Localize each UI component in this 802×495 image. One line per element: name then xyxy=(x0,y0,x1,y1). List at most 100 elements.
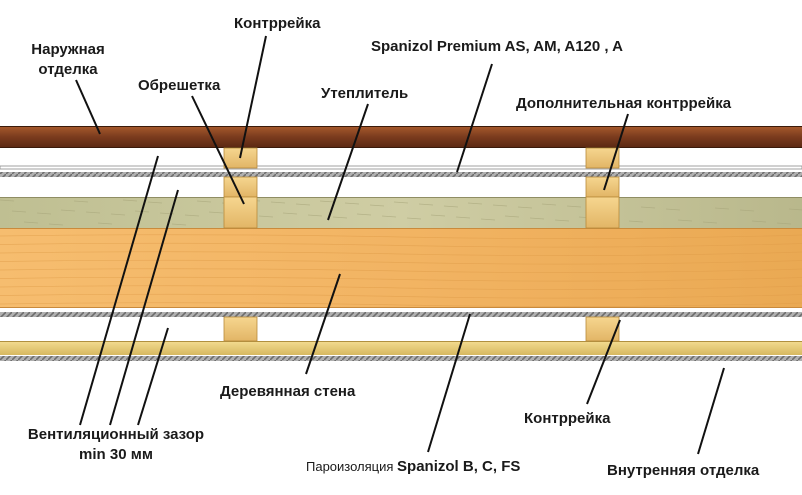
leader-vent-gap-1 xyxy=(79,155,159,426)
insulation-fiber xyxy=(60,209,76,212)
label-extra-counter-batten: Дополнительная контррейка xyxy=(516,95,732,112)
label-vapor-barrier-brand: Spanizol xyxy=(397,458,459,475)
vent-gap-second xyxy=(0,177,802,197)
label-inner-finish: Внутренняя отделка xyxy=(607,462,760,479)
insulation-fiber xyxy=(196,200,212,203)
label-wooden-wall: Деревянная стена xyxy=(220,383,356,400)
wood-grain xyxy=(0,242,802,248)
insulation-fiber xyxy=(11,210,27,213)
counter-batten-bottom-left xyxy=(223,316,258,342)
leader-wooden-wall xyxy=(305,273,341,375)
label-vent-gap-line1: Вентиляционный зазор xyxy=(27,426,205,443)
insulation-fiber xyxy=(295,203,311,206)
insulation-fiber xyxy=(147,201,163,204)
inner-finish-bottom-strip xyxy=(0,356,802,361)
leader-vent-gap-3 xyxy=(137,327,169,426)
wood-grain xyxy=(0,276,802,282)
wooden-wall-layer xyxy=(0,228,802,308)
leader-counter-batten-top xyxy=(239,35,267,159)
insulation-fiber xyxy=(788,208,802,211)
batten-right xyxy=(585,196,620,229)
inner-finish-board xyxy=(0,341,802,355)
leader-vapor-barrier xyxy=(427,313,471,453)
insulation-fiber xyxy=(628,220,644,223)
extra-counter-batten-right xyxy=(585,176,620,198)
insulation-fiber xyxy=(492,204,508,207)
label-vapor-barrier-prefix: Пароизоляция xyxy=(306,459,398,474)
wood-grain xyxy=(0,268,802,273)
label-battens: Обрешетка xyxy=(138,77,221,94)
insulation-fiber xyxy=(418,203,434,206)
insulation-fiber xyxy=(258,215,274,218)
layers xyxy=(0,126,802,361)
membrane-thin xyxy=(0,165,802,170)
insulation-fiber xyxy=(504,215,520,218)
insulation-fiber xyxy=(48,223,64,226)
insulation-fiber xyxy=(282,212,298,215)
insulation-fiber xyxy=(36,212,52,215)
insulation-fiber xyxy=(344,202,360,205)
insulation-fiber xyxy=(554,219,570,222)
insulation-fiber xyxy=(393,201,409,204)
leader-counter-batten-bottom xyxy=(586,319,621,405)
insulation-fiber xyxy=(406,217,422,220)
insulation-fiber xyxy=(714,207,730,210)
insulation-fiber xyxy=(110,213,126,216)
insulation-fiber xyxy=(443,205,459,208)
label-outer-finish-line2: отделка xyxy=(38,61,98,78)
insulation-fiber xyxy=(677,219,693,222)
label-vapor-barrier-rest: B, C, FS xyxy=(458,458,521,475)
outer-finish-board xyxy=(0,126,802,148)
insulation-fiber xyxy=(369,204,385,207)
insulation-fiber xyxy=(97,222,113,225)
label-membrane-top: Spanizol Premium AS, AM, A120 , A xyxy=(371,37,623,57)
insulation-fiber xyxy=(640,206,656,209)
label-counter-batten-top: Контррейка xyxy=(234,15,321,32)
insulation-fiber xyxy=(430,214,446,217)
leader-vent-gap-2 xyxy=(109,189,179,426)
label-counter-batten-bottom: Контррейка xyxy=(524,410,611,427)
label-insulation: Утеплитель xyxy=(321,85,409,102)
insulation-fiber xyxy=(307,214,323,217)
label-outer-finish-line1: Наружная xyxy=(31,41,105,58)
insulation-fiber xyxy=(0,199,15,202)
insulation-fiber xyxy=(184,214,200,217)
vent-gap-top xyxy=(0,148,802,168)
insulation-fiber xyxy=(208,211,224,214)
leader-extra-counter-batten xyxy=(603,113,629,191)
label-outer-finish: Наружная отделка xyxy=(18,40,118,80)
insulation-fiber xyxy=(332,216,348,219)
counter-batten-top-right xyxy=(585,147,620,169)
wood-grain xyxy=(0,234,802,239)
label-membrane-top-rest: Premium AS, AM, A120 , A xyxy=(432,38,623,55)
label-membrane-top-brand: Spanizol xyxy=(371,38,433,55)
insulation-fiber xyxy=(356,213,372,216)
batten-left-upper xyxy=(223,176,258,198)
insulation-fiber xyxy=(517,206,533,209)
insulation-fiber xyxy=(529,217,545,220)
leader-membrane-top xyxy=(456,63,493,173)
wood-grain xyxy=(0,285,802,290)
insulation-layer xyxy=(0,197,802,228)
wood-grain xyxy=(0,251,802,256)
insulation-fiber xyxy=(381,215,397,218)
insulation-fiber xyxy=(751,220,767,223)
leader-outer-finish xyxy=(75,79,101,135)
inner-gap xyxy=(0,317,802,341)
insulation-fiber xyxy=(23,221,39,224)
insulation-fiber xyxy=(776,222,792,225)
insulation-fiber xyxy=(73,200,89,203)
insulation-fiber xyxy=(171,223,187,226)
leader-battens xyxy=(191,95,245,205)
insulation-fiber xyxy=(541,203,557,206)
wood-grain xyxy=(0,302,802,307)
insulation-fiber xyxy=(480,218,496,221)
label-vent-gap-line2: min 30 мм xyxy=(79,446,153,463)
insulation-fiber xyxy=(319,200,335,203)
insulation-fiber xyxy=(702,221,718,224)
insulation-fiber xyxy=(739,209,755,212)
batten-left xyxy=(223,196,258,229)
vapor-barrier xyxy=(0,312,802,317)
insulation-fiber xyxy=(467,202,483,205)
